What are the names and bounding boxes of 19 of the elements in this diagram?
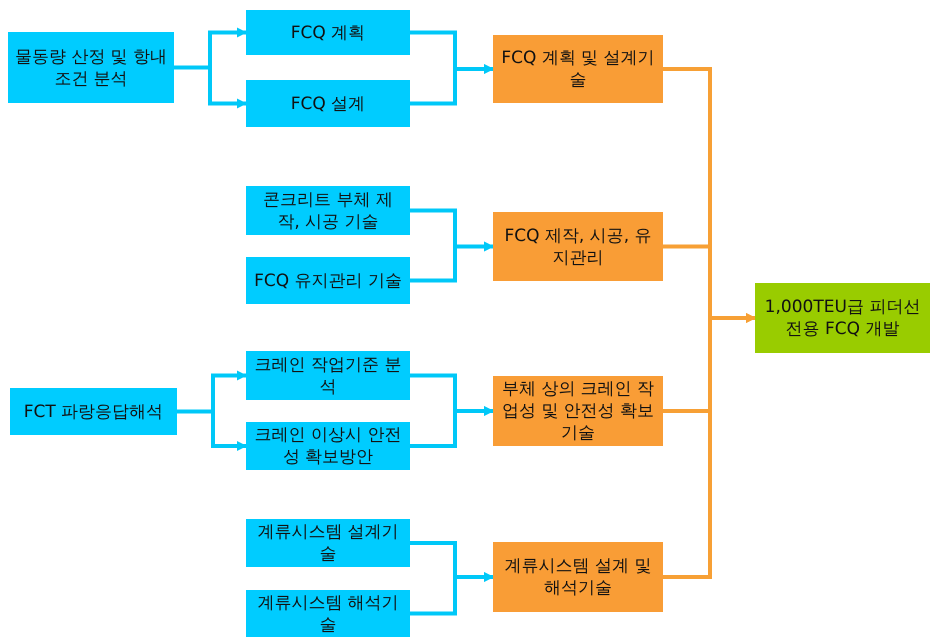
process-box: 계류시스템 해석기술 <box>246 590 410 637</box>
arrow <box>410 406 494 448</box>
goal-box: 1,000TEU급 피더선 전용 FCQ 개발 <box>755 283 930 353</box>
result-box: 계류시스템 설계 및 해석기술 <box>493 542 663 612</box>
process-box: FCQ 유지관리 기술 <box>246 257 410 304</box>
arrow <box>410 572 494 616</box>
process-box: 계류시스템 설계기술 <box>246 519 410 567</box>
process-box: 크레인 이상시 안전성 확보방안 <box>246 422 410 470</box>
result-box: 부체 상의 크레인 작업성 및 안전성 확보기술 <box>493 376 663 446</box>
arrow <box>410 242 494 282</box>
result-box: FCQ 계획 및 설계기술 <box>493 35 663 103</box>
process-box: FCQ 계획 <box>246 10 410 55</box>
process-box: 콘크리트 부체 제작, 시공 기술 <box>246 186 410 235</box>
process-box: FCQ 설계 <box>246 80 410 127</box>
process-box: FCT 파랑응답해석 <box>10 388 177 435</box>
arrow <box>410 64 494 106</box>
result-box: FCQ 제작, 시공, 유지관리 <box>493 212 663 281</box>
process-box: 물동량 산정 및 항내 조건 분석 <box>8 32 174 103</box>
process-box: 크레인 작업기준 분석 <box>246 351 410 400</box>
